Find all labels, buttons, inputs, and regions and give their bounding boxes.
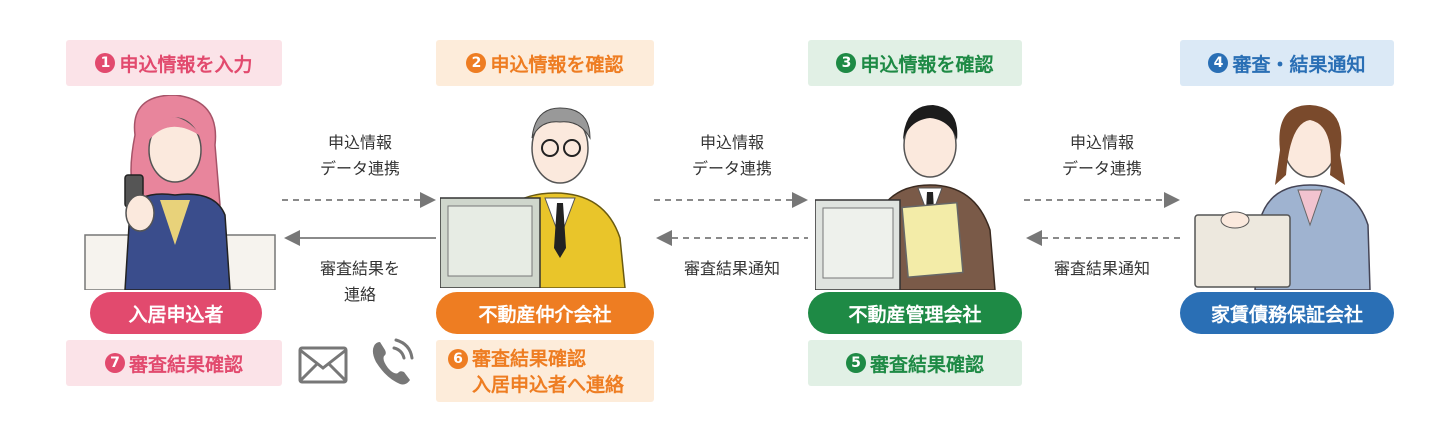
step-7-number: 7 (104, 353, 125, 373)
step-7-label: 審査結果確認 (128, 353, 243, 376)
step-5-label: 審査結果確認 (869, 353, 984, 376)
arrow-bottom-2-label: 審査結果通知 (683, 259, 780, 278)
step-6-line1: 審査結果確認 (472, 348, 587, 370)
step-6-line2: 入居申込者へ連絡 (472, 374, 625, 396)
step-4-header: 4 審査・結果通知 (1180, 40, 1394, 86)
step-3-header: 3 申込情報を確認 (808, 40, 1022, 86)
actor-applicant: 入居申込者 (90, 292, 262, 334)
arrow-bottom-1-label: 審査結果を 連絡 (290, 256, 430, 308)
step-4-number: 4 (1208, 53, 1229, 73)
envelope-icon (298, 346, 348, 384)
step-2-label: 申込情報を確認 (490, 53, 624, 76)
step-2-number: 2 (466, 53, 487, 73)
arrow-bottom-1-line1: 審査結果を (319, 259, 400, 278)
arrow-top-3-line1: 申込情報 (1069, 133, 1134, 152)
arrow-bottom-3-label: 審査結果通知 (1053, 259, 1150, 278)
step-1-header: 1 申込情報を入力 (66, 40, 282, 86)
actor-broker: 不動産仲介会社 (436, 292, 654, 334)
actor-manager: 不動産管理会社 (808, 292, 1022, 334)
arrow-top-3-label: 申込情報 データ連携 (1032, 130, 1172, 182)
step-3-label: 申込情報を確認 (860, 53, 994, 76)
arrow-top-1-label: 申込情報 データ連携 (290, 130, 430, 182)
arrow-top-2-label: 申込情報 データ連携 (662, 130, 802, 182)
step-6-number: 6 (448, 349, 468, 369)
broker-illustration (440, 107, 626, 288)
phone-icon (372, 338, 414, 385)
applicant-illustration (84, 95, 276, 290)
guarantor-illustration (1194, 105, 1371, 290)
arrow-bottom-1-line2: 連絡 (343, 285, 376, 304)
step-7-box: 7 審査結果確認 (66, 340, 282, 386)
arrow-top-3-line2: データ連携 (1061, 159, 1142, 178)
step-1-label: 申込情報を入力 (119, 53, 253, 76)
step-5-number: 5 (845, 353, 866, 373)
arrow-top-2-line1: 申込情報 (699, 133, 764, 152)
step-2-header: 2 申込情報を確認 (436, 40, 654, 86)
manager-illustration (815, 105, 996, 290)
arrow-top-2-line2: データ連携 (691, 159, 772, 178)
arrow-top-1-line1: 申込情報 (327, 133, 392, 152)
step-3-number: 3 (836, 53, 857, 73)
step-1-number: 1 (95, 53, 116, 73)
actor-guarantor: 家賃債務保証会社 (1180, 292, 1394, 334)
step-5-box: 5 審査結果確認 (808, 340, 1022, 386)
arrow-top-1-line2: データ連携 (319, 159, 400, 178)
step-4-label: 審査・結果通知 (1232, 53, 1366, 76)
